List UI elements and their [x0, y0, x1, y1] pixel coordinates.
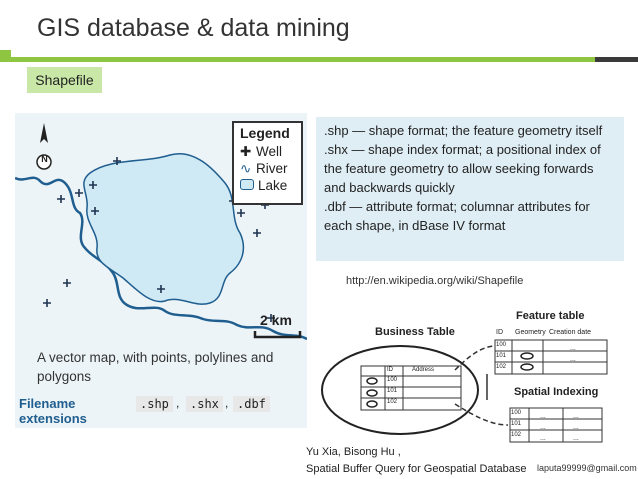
diagram-graphic: [321, 339, 608, 443]
map-legend: Legend ✚Well ∿River Lake: [232, 121, 303, 205]
section-badge: Shapefile: [27, 67, 102, 93]
ext-dbf: .dbf: [233, 396, 270, 412]
citation-authors: Yu Xia, Bisong Hu ,: [306, 446, 401, 458]
desc-shx: .shx — shape index format; a positional …: [324, 142, 601, 195]
citation-title: Spatial Buffer Query for Geospatial Data…: [306, 463, 527, 475]
scale-label: 2 km: [260, 312, 292, 328]
extension-descriptions: .shp — shape format; the feature geometr…: [316, 117, 624, 261]
desc-shp: .shp — shape format; the feature geometr…: [324, 123, 603, 138]
slide-title: GIS database & data mining: [37, 14, 350, 42]
lake-icon: [240, 179, 254, 190]
source-link[interactable]: http://en.wikipedia.org/wiki/Shapefile: [346, 275, 524, 287]
legend-title: Legend: [240, 125, 290, 141]
desc-dbf: .dbf — attribute format; columnar attrib…: [324, 199, 590, 233]
spatial-db-diagram: Business Table Feature table Spatial Ind…: [305, 300, 617, 450]
business-table-label: Business Table: [375, 326, 455, 338]
river-line: [15, 176, 307, 341]
author-email: laputa99999@gmail.com: [537, 463, 637, 473]
vector-map-graphic: [15, 123, 307, 341]
citation: Yu Xia, Bisong Hu , Spatial Buffer Query…: [306, 444, 527, 478]
spatial-indexing-label: Spatial Indexing: [514, 386, 599, 398]
legend-item-lake: Lake: [240, 178, 287, 193]
feature-table-label: Feature table: [516, 310, 585, 322]
lake-polygon: [83, 152, 245, 305]
filename-label: Filename extensions: [19, 396, 87, 426]
north-arrow: [36, 123, 52, 170]
scale-bar: [253, 331, 302, 339]
legend-item-river: ∿River: [240, 161, 288, 176]
north-label: N: [41, 154, 48, 164]
well-icon: ✚: [240, 144, 252, 159]
ext-shx: .shx: [186, 396, 223, 412]
ext-shp: .shp: [136, 396, 173, 412]
map-caption: A vector map, with points, polylines and…: [37, 350, 274, 384]
left-accent: [0, 0, 12, 479]
river-icon: ∿: [240, 161, 252, 176]
legend-item-well: ✚Well: [240, 144, 283, 159]
title-rule: [0, 57, 638, 62]
